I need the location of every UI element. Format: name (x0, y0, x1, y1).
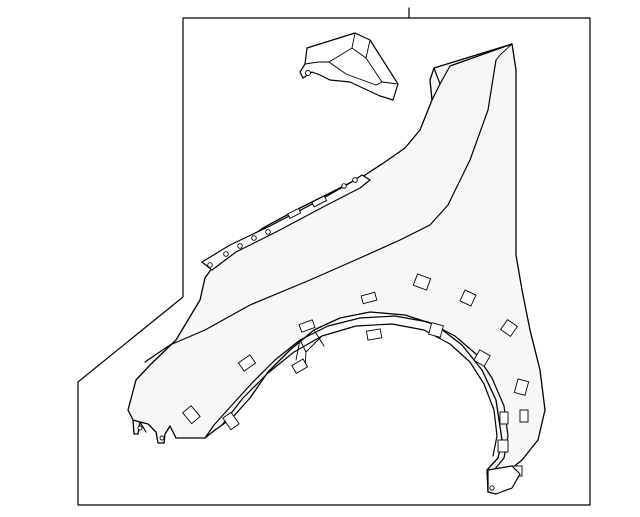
fender-panel-icon (127, 43, 546, 495)
clip-holes (182, 273, 530, 477)
diagram-frame (77, 7, 591, 506)
bracket-icon (299, 32, 399, 101)
